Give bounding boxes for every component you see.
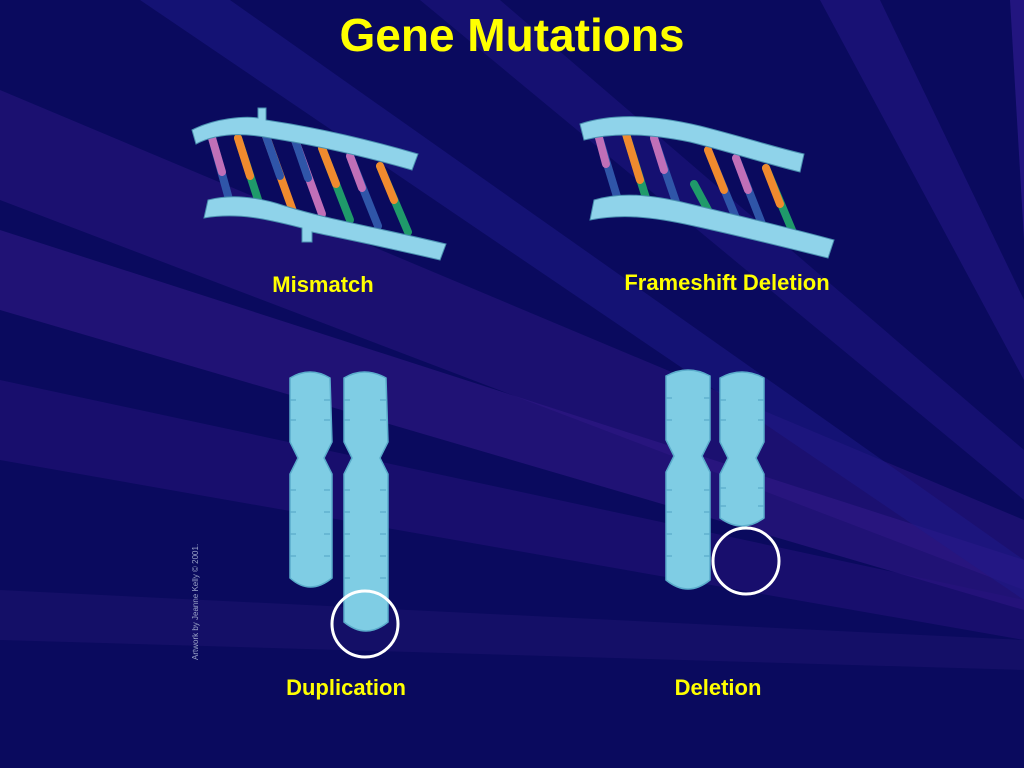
frameshift-base-pairs: [594, 130, 796, 234]
deletion-label: Deletion: [674, 675, 762, 700]
mismatch-label: Mismatch: [272, 272, 374, 297]
page-title: Gene Mutations: [339, 9, 685, 61]
frameshift-bottom-strand: [589, 194, 835, 259]
duplication-mutated-chromosome: [343, 371, 389, 632]
artwork-credit: Artwork by Jeanne Kelly © 2001.: [191, 543, 200, 660]
mismatch-base-pairs: [208, 132, 412, 236]
mismatch-top-strand: [191, 107, 419, 171]
deletion-normal-chromosome: [665, 369, 711, 590]
duplication-label: Duplication: [286, 675, 406, 700]
frameshift-top-strand: [579, 116, 805, 173]
duplication-normal-chromosome: [289, 371, 333, 588]
deletion-mutated-chromosome: [719, 371, 765, 527]
frameshift-deletion-label: Frameshift Deletion: [624, 270, 830, 295]
mismatch-bottom-strand: [203, 196, 447, 261]
duplication-highlight-circle: [330, 589, 400, 659]
deletion-highlight-circle: [711, 526, 781, 596]
